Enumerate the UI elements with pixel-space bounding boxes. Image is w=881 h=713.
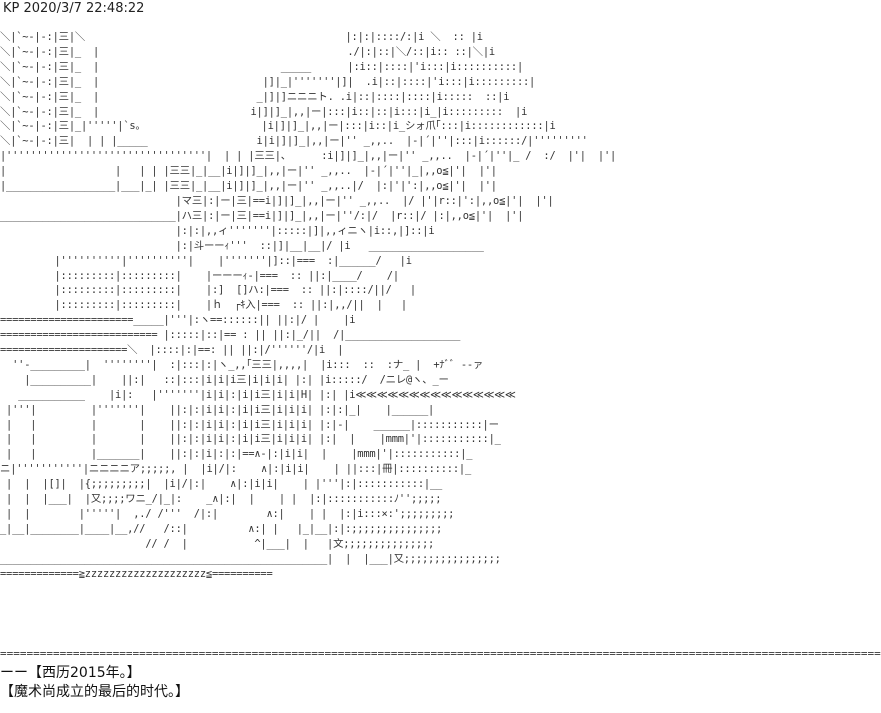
artwork-line: |:|斗ーーｨ''' ::|]|__|__|/ |i _____________… [0,239,484,252]
artwork-line: ======================_____|'''|:ヽ==::::… [0,314,356,327]
artwork-line: ''-_________| ''''''''| :|:::|:|ヽ_,,｢三三|… [0,358,484,371]
artwork-line: ＼|`~-|-:|三|_ | ./|:|::|＼/::|i:: ::|＼|i [0,45,495,58]
artwork-line: |:::::::::|:::::::::| |:] []ハ:|=== :: ||… [0,284,417,297]
artwork-line: ＼|`~-|-:|三|_ | |]|_|'''''''|]| .i|::|:::… [0,75,536,88]
artwork-line: |:::::::::|:::::::::| |ーーーｨ-|=== :: ||:|… [0,269,400,282]
artwork-line: |__________________|___|_| |三三|_|__|i|]|… [0,180,497,193]
artwork-line: ＼|`~-|-:|三|_|'''''|`s｡ |i|]|]_|,,|ー|:::|… [0,120,556,133]
ascii-artwork-city: ＼|`~-|-:|三|＼ |:|:|::::/:|i ＼ :: |i＼|`~-|… [0,30,881,642]
artwork-line: |__________| ||:| ::|:::|i|i|i三|i|i|i| |… [0,373,449,386]
artwork-line: |:::::::::|:::::::::| |ｈ ┌ｷ入|=== :: ||:|… [0,299,408,312]
artwork-line: |:|:|,,ィ'''''''|:::::|]|,,ィニヽ|i::,|]::|i [0,224,435,237]
artwork-line: |'''| |'''''''| ||:|:|i|i|:|i|i三|i|i|i| … [0,403,435,416]
artwork-line: | | |[]| |{;;;;;;;;;| |i|/|:| ∧|:|i|i| |… [0,478,443,491]
artwork-line: =====================＼ |::::|:|==: || ||… [0,344,344,357]
artwork-line: | | |_______| ||:|:|i|:|:|==∧-|:|i|i| | … [0,448,473,461]
artwork-line: ========================== |:::::|::|== … [0,329,461,342]
post-header: KP 2020/3/7 22:48:22 [3,1,145,16]
artwork-line: _____________________________|ハ三|:|ー|三|=… [0,209,524,222]
artwork-line: ニ|'''''''''''|ニニニニア;;;;;, | |i|/|: ∧|:|i… [0,463,472,476]
artwork-line: | | | | ||:|:|i|i|:|i|i三|i|i|i| |:|-| __… [0,418,499,431]
artwork-line: ＼|`~-|-:|三|_ | _|]|]ニニニト. .i|::|::::|:::… [0,90,510,103]
artwork-line: ________________________________________… [0,552,501,565]
artwork-line: | | |'''''| ,./ /''' /|:| ∧:| | | |:|i::… [0,508,455,520]
artwork-line: | | | | |三三|_|__|i|]|]_|,,|ー|'' _,,.. |-… [0,165,497,178]
artwork-line: ___________ |i|: |'''''''|i|i|:|i|i三|i|i… [0,388,516,401]
caption-line-2: 【魔术尚成立的最后的时代。】 [0,684,189,700]
artwork-line: |''''''''''|''''''''''| |'''''''|]::|===… [0,254,412,267]
artwork-line: =============≧zzzzzzzzzzzzzzzzzzzz≦=====… [0,567,273,580]
artwork-line: ＼|`~-|-:|三| | | |_____ i|i|]|]_|,,|ー|'' … [0,135,588,148]
artwork-line: ＼|`~-|-:|三|_ | _____ |:i::|::::|'i:::|i:… [0,60,524,73]
artwork-line: _|__|________|____|__,// /::| ∧:| | |_|_… [0,522,443,535]
artwork-line: |'''''''''''''''''''''''''''''''''| | | … [0,150,617,163]
artwork-line: // / | ^|___| | |文;;;;;;;;;;;;;;; [0,537,435,550]
divider-line: ========================================… [0,647,881,660]
artwork-line: ＼|`~-|-:|三|＼ |:|:|::::/:|i ＼ :: |i [0,31,483,43]
artwork-line: | | |___| |又;;;;ワニ_/|_|: _∧|:| | | | |:|… [0,493,442,506]
artwork-line: | | | | ||:|:|i|i|:|i|i三|i|i|i| |:| | |m… [0,433,501,446]
caption-line-1: ーー【西历2015年。】 [0,665,141,681]
artwork-line: |マ三|:|ー|三|==i|]|]_|,,|ー|'' _,,.. |/ |'|r… [0,194,554,207]
artwork-line: ＼|`~-|-:|三|_ | i|]|]_|,,|ー|:::|i::|::|i:… [0,105,528,118]
